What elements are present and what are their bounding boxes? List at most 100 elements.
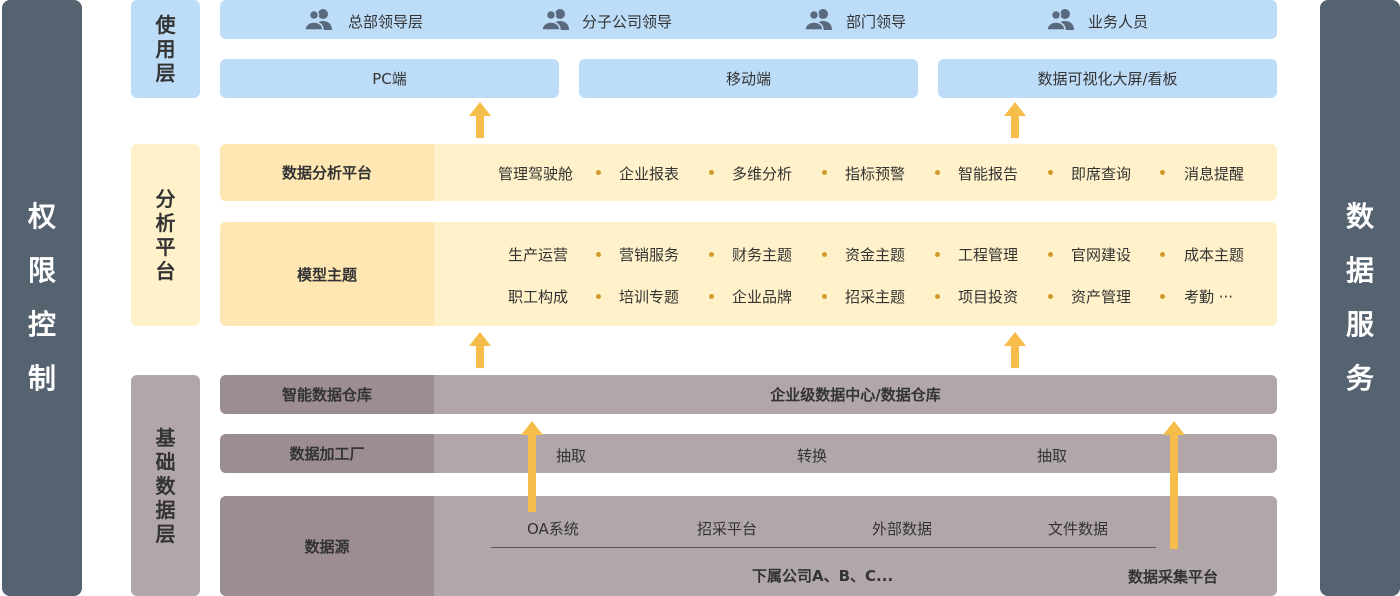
usage-layer-label: 使 用 层 [131, 0, 200, 98]
bullet-dot [822, 170, 827, 175]
topic-item: 培训专题 [619, 288, 680, 306]
analysis-platform-title: 数据分析平台 [281, 164, 372, 182]
layer-char: 析 [155, 211, 176, 235]
layer-char: 基 [155, 425, 176, 450]
bullet-dot [1048, 294, 1053, 299]
topic-item: 职工构成 [508, 288, 569, 306]
layer-char: 数 [155, 473, 176, 498]
permission-control-char: 权 [27, 200, 56, 233]
subsidiaries-label: 下属公司A、B、C... [752, 567, 894, 585]
base-data-layer-label: 基 础 数 据 层 [131, 375, 200, 596]
analysis-layer-label: 分 析 平 台 [131, 144, 200, 326]
analysis-item: 多维分析 [732, 165, 793, 183]
data-service-char: 务 [1345, 362, 1374, 395]
layer-char: 础 [155, 449, 176, 474]
channel-label: PC端 [372, 70, 407, 88]
channel-mobile: 移动端 [579, 59, 918, 98]
bullet-dot [709, 170, 714, 175]
topic-item: 官网建设 [1071, 246, 1132, 264]
topic-item: 营销服务 [619, 246, 680, 264]
data-service-char: 数 [1345, 200, 1374, 233]
layer-char: 用 [155, 37, 176, 61]
bullet-dot [1160, 170, 1165, 175]
up-arrow-icon [521, 421, 543, 512]
analysis-platform-row: 数据分析平台 管理驾驶舱 企业报表 多维分析 指标预警 智能报告 即席查询 消息… [220, 144, 1277, 201]
analysis-item: 指标预警 [845, 165, 906, 183]
data-factory-title-cell: 数据加工厂 [220, 434, 434, 473]
permission-control-char: 限 [27, 254, 56, 287]
topic-item: 资金主题 [845, 246, 906, 264]
collection-platform-label: 数据采集平台 [1128, 568, 1219, 586]
analysis-platform-title-cell: 数据分析平台 [220, 144, 434, 201]
topic-item: 招采主题 [845, 288, 906, 306]
layer-char: 分 [155, 187, 176, 211]
user-role-label: 部门领导 [846, 13, 907, 31]
bullet-dot [596, 294, 601, 299]
bullet-dot [1048, 252, 1053, 257]
user-role-label: 业务人员 [1088, 13, 1149, 31]
channel-label: 数据可视化大屏/看板 [1037, 70, 1178, 88]
bullet-dot [1160, 294, 1165, 299]
data-factory-title: 数据加工厂 [289, 445, 365, 463]
layer-char: 台 [155, 259, 176, 283]
factory-step: 抽取 [1037, 447, 1068, 465]
model-topics-row: 模型主题 生产运营 营销服务 财务主题 资金主题 工程管理 官网建设 成本主题 … [220, 222, 1277, 326]
layer-char: 使 [155, 13, 176, 37]
up-arrow-icon [469, 102, 491, 138]
analysis-item: 即席查询 [1071, 165, 1132, 183]
users-bar: 总部领导层 分子公司领导 部门领导 业务人员 [220, 0, 1277, 39]
user-role-label: 总部领导层 [348, 13, 424, 31]
factory-step: 转换 [797, 447, 828, 465]
source-divider [491, 547, 1156, 548]
warehouse-row: 智能数据仓库 企业级数据中心/数据仓库 [220, 375, 1277, 414]
data-sources-title-cell: 数据源 [220, 496, 434, 596]
bullet-dot [1048, 170, 1053, 175]
warehouse-title-cell: 智能数据仓库 [220, 375, 434, 414]
source-item: 外部数据 [872, 520, 933, 538]
layer-char: 层 [155, 521, 176, 546]
analysis-item: 消息提醒 [1184, 165, 1245, 183]
topic-item: 成本主题 [1184, 246, 1245, 264]
warehouse-title: 智能数据仓库 [281, 386, 372, 404]
model-topics-title: 模型主题 [296, 265, 357, 284]
users-icon [1046, 9, 1074, 31]
data-service-panel: 数 据 服 务 [1320, 0, 1400, 596]
up-arrow-icon [1163, 421, 1185, 549]
topic-item: 工程管理 [958, 246, 1019, 264]
source-item: 招采平台 [697, 520, 758, 538]
channel-label: 移动端 [725, 70, 771, 88]
bullet-dot [935, 252, 940, 257]
data-service-char: 据 [1345, 254, 1374, 287]
data-sources-title: 数据源 [304, 537, 350, 556]
up-arrow-icon [469, 332, 491, 368]
data-sources-row: 数据源 OA系统 招采平台 外部数据 文件数据 下属公司A、B、C... 数据采… [220, 496, 1277, 596]
bullet-dot [596, 252, 601, 257]
source-item: 文件数据 [1048, 520, 1109, 538]
permission-control-panel: 权 限 控 制 [2, 0, 82, 596]
bullet-dot [1160, 252, 1165, 257]
up-arrow-icon [1004, 332, 1026, 368]
data-factory-row: 数据加工厂 抽取 转换 抽取 [220, 434, 1277, 473]
layer-char: 层 [155, 61, 176, 85]
model-topics-title-cell: 模型主题 [220, 222, 434, 326]
topic-item: 资产管理 [1071, 288, 1132, 306]
bullet-dot [822, 294, 827, 299]
layer-char: 据 [155, 497, 176, 522]
data-service-char: 服 [1345, 308, 1374, 341]
users-icon [304, 9, 332, 31]
bullet-dot [935, 294, 940, 299]
warehouse-content: 企业级数据中心/数据仓库 [770, 386, 941, 404]
channel-pc: PC端 [220, 59, 559, 98]
analysis-item: 智能报告 [958, 165, 1019, 183]
bullet-dot [596, 170, 601, 175]
channel-dashboard: 数据可视化大屏/看板 [938, 59, 1277, 98]
analysis-item: 企业报表 [619, 165, 680, 183]
users-icon [804, 9, 832, 31]
warehouse-content-cell: 企业级数据中心/数据仓库 [434, 375, 1277, 414]
user-role-label: 分子公司领导 [582, 13, 673, 31]
topic-item: 生产运营 [508, 246, 569, 264]
bullet-dot [709, 294, 714, 299]
factory-step: 抽取 [556, 447, 587, 465]
topic-item: 考勤 ··· [1184, 288, 1234, 306]
bullet-dot [935, 170, 940, 175]
